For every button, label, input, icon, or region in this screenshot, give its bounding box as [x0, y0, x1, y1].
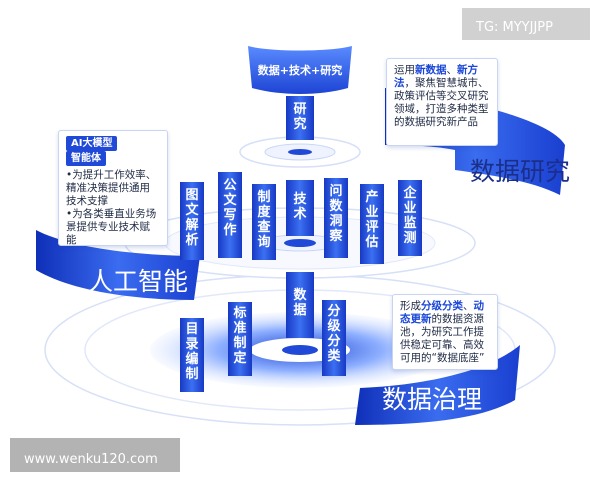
research-note-highlight-2: 新方法	[394, 64, 478, 89]
ai-tag-large-model: AI大模型	[66, 136, 118, 151]
mid-label-policy-query: 制度查询	[257, 190, 271, 250]
ai-tag-agent: 智能体	[66, 151, 106, 166]
mid-label-document-writing: 公文写作	[223, 178, 237, 238]
watermark-bottom-left: www.wenku120.com	[24, 452, 158, 467]
governance-note-highlight-2: 动态更新	[400, 300, 484, 325]
ai-note: AI大模型智能体 •为提升工作效率、精准决策提供通用技术支撑 •为各类垂直业务场…	[58, 130, 168, 246]
low-label-grading-classification: 分级分类	[327, 304, 341, 364]
tech-column-label: 技术	[293, 192, 307, 222]
mid-label-industry-assessment: 产业评估	[365, 190, 379, 250]
research-column	[286, 96, 314, 140]
research-note-sep: 、	[446, 64, 458, 76]
mid-label-enterprise-monitoring: 企业监测	[403, 186, 417, 246]
research-note-pre: 运用	[394, 64, 415, 76]
mid-pillars	[180, 172, 422, 264]
mid-label-data-insight: 问数洞察	[329, 184, 343, 244]
governance-note-sep: 、	[463, 300, 474, 312]
research-note-highlight-1: 新数据	[415, 64, 447, 76]
governance-note: 形成分级分类、动态更新的数据资源池，为研究工作提供稳定可靠、高效可用的“数据底座…	[392, 294, 498, 370]
watermark-top-bg	[462, 8, 590, 40]
governance-ribbon	[355, 345, 520, 425]
tech-column	[286, 180, 314, 236]
low-label-catalog-compilation: 目录编制	[185, 322, 199, 382]
research-note: 运用新数据、新方法，聚焦智慧城市、政策评估等交叉研究领域，打造多种类型的数据研究…	[386, 58, 498, 146]
ai-ribbon	[36, 230, 200, 300]
governance-layer-title: 数据治理	[382, 385, 483, 414]
watermark-bottom-bg	[10, 438, 180, 472]
ai-note-bullet-1: •为提升工作效率、精准决策提供通用技术支撑	[66, 169, 157, 207]
research-note-post: ，聚焦智慧城市、政策评估等交叉研究领域，打造多种类型的数据研究新产品	[394, 77, 489, 128]
ai-layer-title: 人工智能	[88, 267, 189, 296]
research-platform	[239, 136, 361, 168]
governance-note-highlight-1: 分级分类	[421, 300, 463, 312]
low-pillars	[180, 300, 346, 392]
low-label-standard-setting: 标准制定	[233, 306, 247, 366]
top-node-shape	[248, 46, 352, 94]
data-column-label: 数据	[293, 288, 307, 318]
ai-note-bullet-2: •为各类垂直业务场景提供专业技术赋能	[66, 208, 157, 246]
governance-note-pre: 形成	[400, 300, 421, 312]
research-layer-title: 数据研究	[470, 157, 571, 186]
top-node-label: 数据+技术+研究	[257, 64, 343, 77]
research-column-label: 研究	[293, 102, 307, 132]
watermark-top-right: TG: MYYJJPP	[476, 20, 553, 35]
mid-label-image-text-parsing: 图文解析	[185, 188, 199, 248]
governance-note-post: 的数据资源池，为研究工作提供稳定可靠、高效可用的“数据底座”	[400, 313, 485, 364]
data-column	[286, 272, 314, 338]
